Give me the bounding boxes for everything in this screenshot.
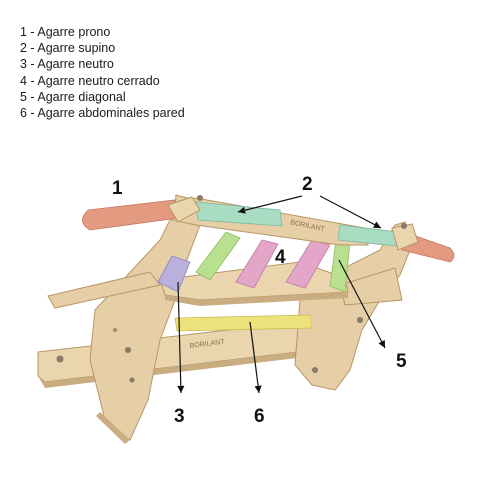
callout-6: 6 xyxy=(254,406,265,427)
arrow-6 xyxy=(249,321,262,394)
callout-5: 5 xyxy=(396,351,407,372)
callout-arrows xyxy=(177,195,386,394)
brand-base: BORILANT xyxy=(189,339,225,350)
legend-item-5: 5 - Agarre diagonal xyxy=(20,89,126,104)
arrow-2-left xyxy=(237,195,303,214)
arrow-5 xyxy=(338,259,386,349)
grip-neutral-left xyxy=(157,255,191,293)
legend-item-1: 1 - Agarre prono xyxy=(20,25,111,39)
left-lower-arm xyxy=(47,271,161,309)
callout-4: 4 xyxy=(275,247,286,268)
callout-2: 2 xyxy=(302,174,313,195)
grip-close-neutral xyxy=(235,239,331,289)
arrow-2-right xyxy=(319,195,382,229)
grip-diagonal xyxy=(195,231,351,293)
legend: 1 - Agarre prono 2 - Agarre supino 3 - A… xyxy=(20,24,185,121)
legend-item-3: 3 - Agarre neutro xyxy=(20,57,114,72)
callout-3: 3 xyxy=(174,406,185,427)
right-lower-arm xyxy=(339,267,403,306)
callout-1: 1 xyxy=(112,178,123,199)
legend-item-4: 4 - Agarre neutro cerrado xyxy=(20,73,160,88)
legend-item-2: 2 - Agarre supino xyxy=(20,41,116,56)
legend-item-6: 6 - Agarre abdominales pared xyxy=(20,106,185,121)
arrow-3 xyxy=(177,281,185,394)
grip-supine xyxy=(194,201,399,247)
grip-abs-bar xyxy=(174,314,326,332)
top-brackets xyxy=(167,195,419,251)
